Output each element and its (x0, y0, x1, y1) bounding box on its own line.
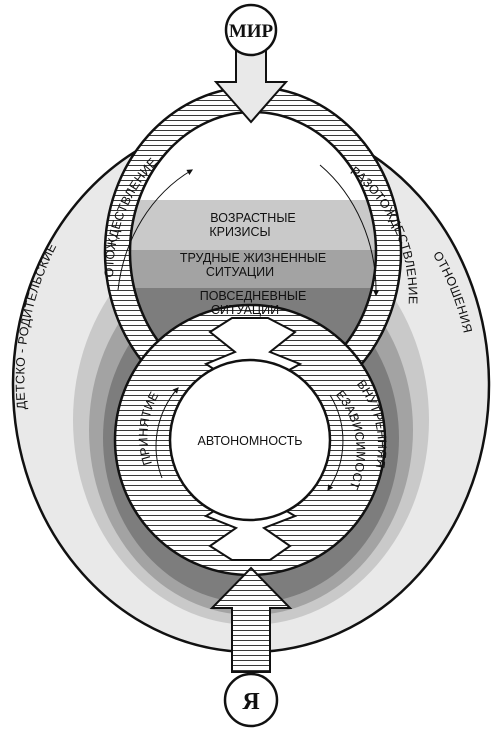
autonomy-label: АВТОНОМНОСТЬ (198, 434, 303, 448)
self-circle (223, 672, 279, 728)
hard-situations-line2: СИТУАЦИИ (206, 265, 274, 279)
deidentification-arrow (319, 164, 380, 297)
identification-arrow (117, 169, 194, 291)
autonomy-circle (168, 358, 332, 522)
self-label: Я (242, 689, 259, 715)
accept-arrow (155, 387, 179, 479)
daily-situations-line1: ПОВСЕДНЕВНЫЕ (200, 289, 307, 303)
self-arrow (209, 566, 293, 673)
world-circle (224, 3, 278, 57)
daily-situations-line2: СИТУАЦИИ (211, 303, 279, 317)
hard-situations-line1: ТРУДНЫЕ ЖИЗНЕННЫЕ (180, 251, 326, 265)
age-crises-line1: ВОЗРАСТНЫЕ (210, 211, 295, 225)
world-label: МИР (229, 21, 274, 42)
age-crises-line2: КРИЗИСЫ (209, 225, 270, 239)
independence-arrow (327, 394, 344, 491)
